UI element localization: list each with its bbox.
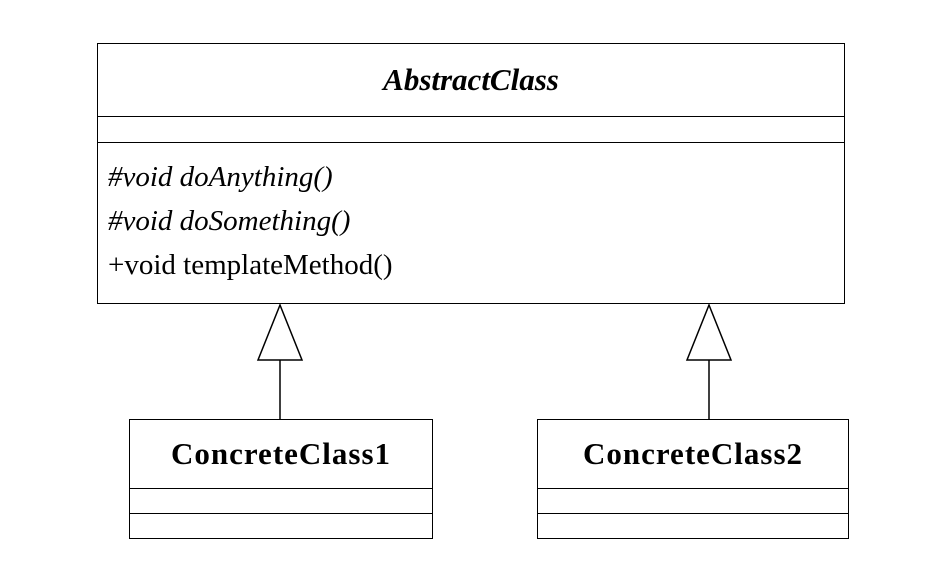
concrete-class-2-name: ConcreteClass2 [582, 436, 804, 471]
concrete-class-2-box[interactable]: ConcreteClass2 [537, 419, 849, 539]
operation-do-anything: #void doAnything() [108, 161, 333, 193]
concrete-class-1-attributes [130, 488, 432, 513]
concrete-class-1-name: ConcreteClass1 [170, 436, 392, 471]
generalization-arrow-concrete-class-2 [685, 302, 733, 419]
concrete-class-1-box[interactable]: ConcreteClass1 [129, 419, 433, 539]
concrete-class-2-operations [538, 513, 848, 537]
concrete-class-1-operations [130, 513, 432, 537]
hollow-triangle-arrowhead-icon [685, 302, 733, 361]
abstract-class-operations: #void doAnything() #void doSomething() +… [98, 142, 844, 287]
abstract-class-name: AbstractClass [383, 62, 559, 97]
abstract-class-attributes [98, 116, 844, 142]
operation-template-method: +void templateMethod() [108, 249, 393, 281]
abstract-class-box[interactable]: AbstractClass #void doAnything() #void d… [97, 43, 845, 304]
hollow-triangle-arrowhead-icon [256, 302, 304, 361]
concrete-class-2-attributes [538, 488, 848, 513]
operation-do-something: #void doSomething() [108, 205, 351, 237]
generalization-arrow-concrete-class-1 [256, 302, 304, 419]
